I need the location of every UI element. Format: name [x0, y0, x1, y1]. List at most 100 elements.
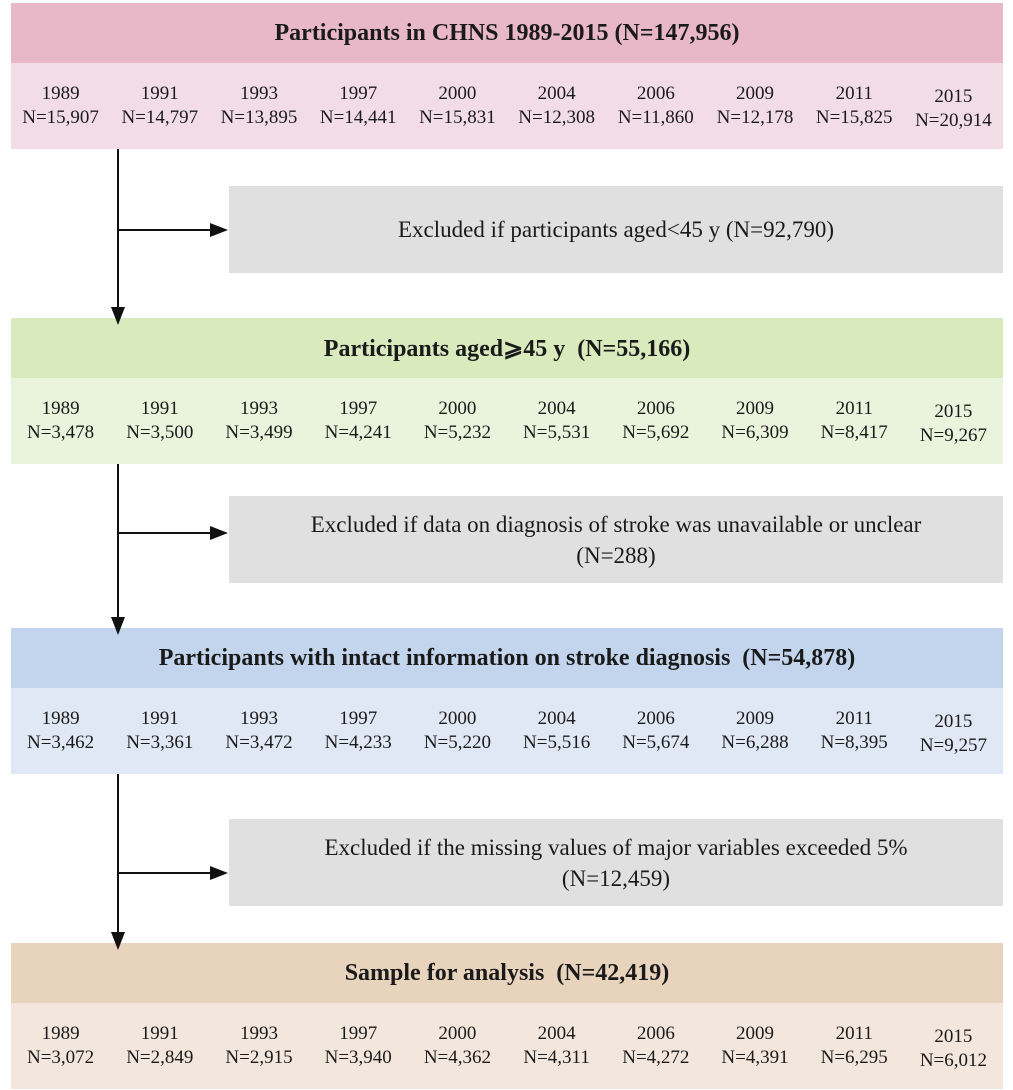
year-label: 1997	[339, 83, 378, 104]
flow-arrow-head	[111, 617, 125, 635]
year-count: N=15,907	[22, 107, 99, 128]
year-count: N=3,462	[27, 732, 95, 753]
year-label: 2015	[934, 85, 973, 107]
year-label: 2009	[736, 1023, 775, 1044]
year-label: 2000	[438, 708, 477, 729]
exclusion-text: Excluded if the missing values of major …	[324, 834, 908, 860]
year-count: N=5,232	[423, 422, 491, 443]
year-label: 2011	[835, 1023, 873, 1044]
year-label: 2015	[934, 1025, 973, 1047]
exclusion-box-2: Excluded if data on diagnosis of stroke …	[229, 496, 1003, 583]
year-count: N=9,267	[919, 424, 988, 446]
year-label: 2015	[934, 710, 973, 732]
exclusion-arrow-head	[210, 866, 228, 880]
year-count: N=15,831	[419, 107, 496, 128]
year-count: N=5,516	[523, 732, 591, 753]
year-count: N=8,395	[820, 732, 888, 753]
year-label: 1989	[41, 398, 80, 419]
exclusion-count: (N=288)	[576, 542, 656, 568]
year-count: N=20,914	[915, 109, 992, 131]
year-label: 2004	[537, 83, 576, 104]
year-count: N=4,391	[721, 1047, 789, 1068]
year-label: 2000	[438, 1023, 477, 1044]
year-count: N=6,309	[721, 422, 789, 443]
year-label: 1991	[140, 83, 179, 104]
year-label: 1997	[339, 398, 378, 419]
year-count: N=2,915	[225, 1047, 293, 1068]
year-label: 2004	[537, 1023, 576, 1044]
year-count: N=3,361	[126, 732, 194, 753]
year-label: 2004	[537, 398, 576, 419]
exclusion-text: Excluded if data on diagnosis of stroke …	[310, 511, 922, 537]
flow-arrow-head	[111, 932, 125, 950]
year-label: 1991	[140, 1023, 179, 1044]
year-count: N=5,692	[622, 422, 690, 443]
year-label: 1993	[240, 1023, 278, 1044]
exclusion-box-3: Excluded if the missing values of major …	[229, 819, 1003, 906]
year-label: 1989	[41, 708, 80, 729]
step-2-header: Participants aged⩾45 y (N=55,166)	[11, 318, 1003, 378]
step-1-header: Participants in CHNS 1989-2015 (N=147,95…	[11, 3, 1003, 63]
year-label: 2000	[438, 83, 477, 104]
year-count: N=11,860	[617, 107, 694, 128]
year-label: 1993	[240, 398, 278, 419]
year-count: N=13,895	[220, 107, 298, 128]
year-count: N=15,825	[815, 107, 893, 128]
year-label: 2015	[934, 400, 973, 422]
year-count: N=12,178	[716, 107, 794, 128]
year-count: N=9,257	[919, 734, 988, 756]
year-count: N=8,417	[820, 422, 888, 443]
year-count: N=4,233	[324, 732, 392, 753]
year-count: N=3,499	[225, 422, 293, 443]
year-label: 1997	[339, 708, 378, 729]
year-label: 1991	[140, 398, 179, 419]
year-label: 2006	[636, 398, 675, 419]
year-count: N=3,478	[27, 422, 95, 443]
year-label: 2011	[835, 398, 873, 419]
year-count: N=6,012	[919, 1049, 988, 1071]
year-label: 2004	[537, 708, 576, 729]
year-count: N=4,241	[324, 422, 392, 443]
year-count: N=5,674	[622, 732, 690, 753]
year-count: N=6,288	[721, 732, 789, 753]
year-count: N=3,940	[324, 1047, 392, 1068]
year-label: 1991	[140, 708, 179, 729]
year-count: N=12,308	[518, 107, 595, 128]
arrow-group	[111, 149, 228, 950]
